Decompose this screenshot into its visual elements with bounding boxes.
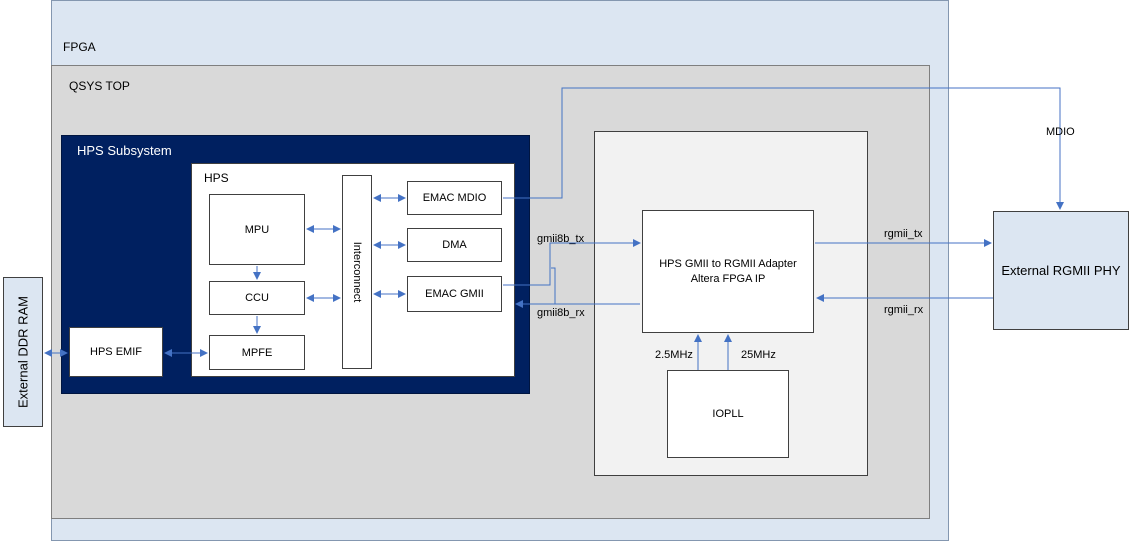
adapter-title-line2: Altera FPGA IP xyxy=(690,272,766,285)
external-rgmii-phy: External RGMII PHY xyxy=(993,211,1129,330)
iopll-block: IOPLL xyxy=(667,370,789,458)
rgmii-rx-label: rgmii_rx xyxy=(884,304,924,316)
ccu-block: CCU xyxy=(209,281,305,315)
rgmii-tx-label: rgmii_tx xyxy=(884,228,923,240)
qsys-top-label: QSYS TOP xyxy=(69,79,130,93)
external-ddr-ram: External DDR RAM xyxy=(3,277,43,427)
gmii-rx-arrow xyxy=(551,267,640,305)
hps-label: HPS xyxy=(204,171,229,185)
emac-gmii-block: EMAC GMII xyxy=(407,276,502,312)
adapter-title-line1: HPS GMII to RGMII Adapter xyxy=(659,257,797,270)
gmii-tx-label: gmii8b_tx xyxy=(537,233,585,245)
clk-2-5mhz-label: 2.5MHz xyxy=(655,349,693,361)
gmii-tx-arrow xyxy=(503,239,641,286)
interconnect-block: Interconnect xyxy=(342,175,372,369)
hps-emif-block: HPS EMIF xyxy=(69,327,163,377)
dma-block: DMA xyxy=(407,228,502,262)
clk-25mhz-label: 25MHz xyxy=(741,349,776,361)
gmii-rx-label: gmii8b_rx xyxy=(537,307,585,319)
fpga-label: FPGA xyxy=(63,40,96,54)
mpfe-block: MPFE xyxy=(209,335,305,370)
gmii-rgmii-adapter-block: HPS GMII to RGMII Adapter Altera FPGA IP xyxy=(642,210,814,333)
emac-mdio-block: EMAC MDIO xyxy=(407,181,502,215)
mpu-block: MPU xyxy=(209,194,305,265)
mdio-label: MDIO xyxy=(1046,126,1075,138)
mdio-arrow xyxy=(503,87,1064,210)
hps-subsystem-label: HPS Subsystem xyxy=(77,143,172,158)
